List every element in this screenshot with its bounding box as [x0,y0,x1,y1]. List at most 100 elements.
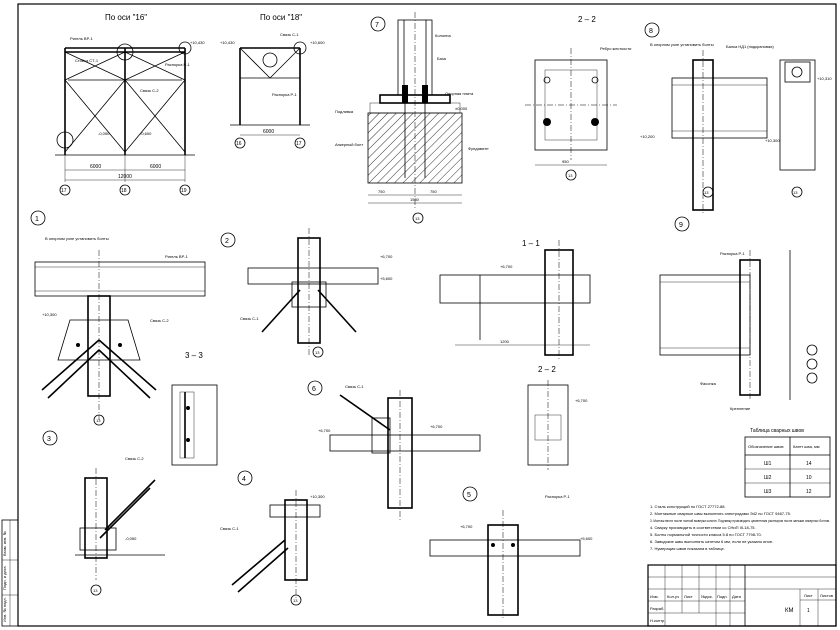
axis-label-13-g: 13 [93,588,98,593]
axis-label-13-c: 13 [704,190,709,195]
weld-table-r2c2: 10 [806,475,812,481]
section-3-3: 3 – 3 [171,351,218,466]
weld-table-r1c1: Ш1 [764,461,772,467]
note-5: 5. Болты нормальной точности класса 5.8 … [650,532,762,537]
axis-label-18: 18 [121,188,127,194]
section-2-2-lower: 2 – 2 +6,700 [527,365,588,470]
tb-stamp: КМ [785,608,794,614]
weld-table-header-2: Катет шва, мм [793,444,820,449]
tb-sheet-label: Лист [804,593,813,598]
view-title-axis16: По оси "16" [105,13,147,22]
node-3: 3 13 Связь С-2 -0,050 [42,430,165,596]
node-number-9: 9 [679,222,683,229]
node-number-1: 1 [35,216,39,223]
label-svyaz-4: Связь С-1 [220,526,239,531]
dim-1550: 1550 [410,197,420,202]
elev-6700-a: +6,700 [380,254,393,259]
dim-750-b: 750 [430,189,437,194]
elev-10430-b: +10,430 [220,40,235,45]
axis-label-13-f: 13 [315,350,320,355]
elev-5600-a: +5,600 [380,276,393,281]
label-fundament: Фундамент [468,146,489,151]
note-1: 1. Сталь конструкций по ГОСТ 27772-88. [650,504,726,509]
node-number-2: 2 [225,238,229,245]
elev-0050-a: -0,050 [98,131,110,136]
weld-table-header-1: Обозначение швов [748,444,784,449]
node-5: 5 Распорка Р-1 +6,700 +5,600 [429,486,593,620]
side-stamp-3: Взам. инв. № [2,531,7,556]
section-title-2-2b: 2 – 2 [538,365,556,374]
side-stamp-1: Инв. № подл. [2,597,7,622]
note-6: 6. Заводские швы выполнять катетом 6 мм,… [650,539,773,544]
note-7: 7. Нумерация швов показана в таблице. [650,546,725,551]
section-1-1: 1 – 1 1200 +6,700 [439,239,591,360]
title-block: Изм. Кол.уч Лист №док. Подп. Дата Разраб… [647,564,837,627]
label-rasporka: Распорка Р-1 [165,62,191,67]
label-krepl: Крепление [730,406,751,411]
weld-table-r1c2: 14 [806,461,812,467]
label-uzel-note-1: В опорном узле установить болты [45,236,109,241]
node-8-top-right: 8 13 13 В опорном узле установить болты … [640,22,832,215]
label-svyaz-1: Связь С-2 [150,318,169,323]
label-svyaz-6: Связь С-1 [345,384,364,389]
label-rasporka-5: Распорка Р-1 [545,494,571,499]
node-7-base: 7 750 750 1550 13 Колонна База Опорная п… [335,12,489,224]
elev-10300-b: +10,300 [42,312,57,317]
elev-5600-b: +5,600 [580,536,593,541]
label-stoyka: Стойка СТ-1 [75,58,99,63]
elev-0000: ±0,000 [455,106,468,111]
tb-cell-3: Лист [684,594,693,599]
elev-6700-d: +6,700 [430,424,443,429]
label-rebro: Ребро жесткости [600,46,631,51]
axis-label-17b: 17 [296,141,302,147]
elev-10200: +10,200 [640,134,655,139]
tb-row-a: Разраб. [650,606,664,611]
axis-label-17: 17 [61,188,67,194]
axis-label-13-h: 13 [293,598,298,603]
label-balka-note: Балка НД1 (подкрановая) [726,44,774,49]
axis-label-16: 16 [236,141,242,147]
label-uzel-note: В опорном узле установить болты [650,42,714,47]
dim-1200: 1200 [500,339,510,344]
node-number-5: 5 [467,492,471,499]
axis-label-13-e: 13 [96,418,101,423]
label-baza: База [437,56,447,61]
tb-cell-6: Дата [732,594,742,599]
label-rigel-1: Ригель ВР-1 [165,254,189,259]
note-3: 3. Монтаж вести после полной выверки кол… [650,518,830,523]
label-svyaz-top: Связь С-1 [280,32,299,37]
view-axis-16: По оси "16" 6000 6000 12000 17 18 19 Риг… [55,13,205,196]
elev-0600-a: -0,600 [140,131,152,136]
weld-table-r3c1: Ш3 [764,489,772,495]
elev-6700-b: +6,700 [500,264,513,269]
tb-sheet-no: 1 [807,608,810,614]
elev-10430-a: +10,430 [190,40,205,45]
tb-cell-2: Кол.уч [667,594,679,599]
dim-6000-a: 6000 [90,164,101,170]
label-podlivka: Подливка [335,109,354,114]
axis-label-13-d: 13 [793,190,798,195]
tb-row-b: Н.контр. [650,618,665,623]
label-plita: Опорная плита [445,91,474,96]
elev-10600: +10,600 [310,40,325,45]
label-fasonka: Фасонка [700,381,717,386]
side-stamp-2: Подп. и дата [2,566,7,590]
node-number-6: 6 [312,386,316,393]
weld-table-r3c2: 12 [806,489,812,495]
elev-10300-c: +10,300 [310,494,325,499]
node-number-7: 7 [375,22,379,29]
node-number-8: 8 [649,28,653,35]
node-number-3: 3 [47,436,51,443]
section-title-3-3: 3 – 3 [185,351,203,360]
tb-cell-1: Изм. [650,594,659,599]
note-2: 2. Монтажные сварные швы выполнять элект… [650,511,791,516]
dim-950: 950 [562,159,569,164]
weld-table: Таблица сварных швов Обозначение швов Ка… [744,428,831,498]
elev-6700-e: +6,700 [575,398,588,403]
section-title-2-2: 2 – 2 [578,15,596,24]
tb-sheets-label: Листов [820,593,833,598]
label-anker: Анкерный болт [335,142,363,147]
node-4: 4 13 +10,300 Связь С-1 [220,470,325,606]
label-rasporka-9: Распорка Р-1 [720,251,746,256]
weld-table-r2c1: Ш2 [764,475,772,481]
